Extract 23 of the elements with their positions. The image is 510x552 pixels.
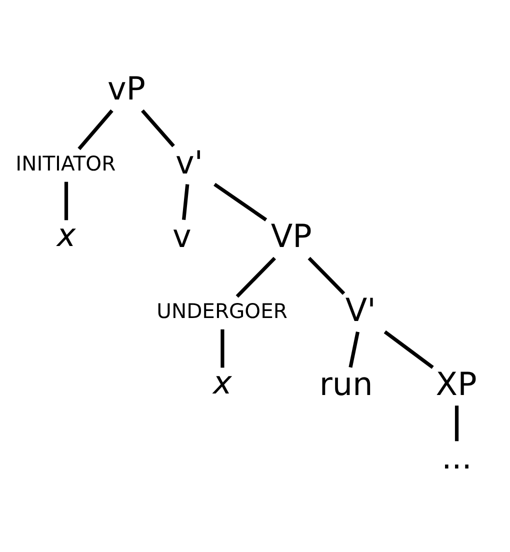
node-text: XP — [436, 364, 477, 403]
connector — [78, 109, 114, 150]
node-text: INITIATOR — [16, 152, 116, 176]
node-text: x — [56, 216, 76, 254]
node-text: VP — [270, 217, 312, 256]
connector — [141, 109, 175, 148]
node-text: x — [213, 363, 232, 402]
node-text: v' — [175, 143, 204, 182]
connector — [182, 184, 190, 220]
connector — [236, 256, 276, 298]
connector — [348, 331, 360, 368]
node-text: ... — [442, 438, 472, 477]
node-text: UNDERGOER — [156, 299, 288, 324]
connector — [214, 182, 268, 222]
connector — [384, 330, 434, 369]
connector — [64, 182, 68, 220]
connector — [220, 329, 224, 368]
node-text: vP — [107, 70, 146, 108]
node-text: run — [319, 364, 373, 403]
node-text: V' — [345, 290, 376, 329]
node-text: v — [172, 217, 192, 256]
connector — [454, 406, 459, 442]
connector — [308, 256, 346, 295]
